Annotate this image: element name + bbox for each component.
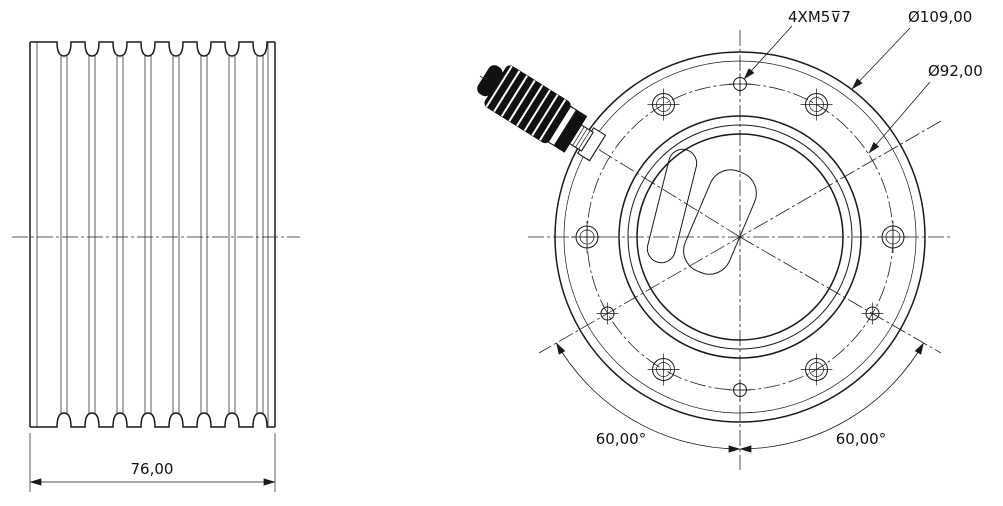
housing-top-outline [30,41,275,57]
housing-bottom-outline [30,412,275,428]
slot-cutout-2 [683,169,757,275]
width-dimension-label: 76,00 [131,460,174,478]
side-view: 76,00 [12,41,300,492]
counterbore-hole-60deg [800,88,833,121]
counterbore-hole-300deg [800,353,833,386]
fin-silhouette-lines [60,56,264,413]
counterbore-hole-120deg [647,88,680,121]
gland-end-cap [477,65,503,97]
counterbore-hole-180deg [570,220,604,254]
front-view: 4XM5⊽7 Ø109,00 Ø92,00 60,00° 60,00° [477,8,983,470]
cable-gland [477,65,607,162]
m5-hole-lower-right [861,302,884,325]
counterbore-hole-0deg [876,220,910,254]
m5-hole-bottom [728,378,752,402]
counterbore-hole-240deg [647,353,680,386]
width-dimension: 76,00 [29,433,276,492]
slot-cutout-1 [646,148,698,264]
bolt-circle-diameter-dimension: Ø92,00 [868,62,983,154]
angle-dimension-left: 60,00° [556,342,741,453]
bore-circle [636,133,844,341]
m5-hole-lower-left [596,302,619,325]
thread-callout: 4XM5⊽7 [743,8,851,80]
outer-diameter-label: Ø109,00 [908,8,972,26]
angled-centerline-330 [739,236,942,354]
angle-dimension-left-label: 60,00° [596,430,646,448]
outer-diameter-dimension: Ø109,00 [851,8,972,90]
angle-dimension-right-label: 60,00° [836,430,886,448]
m5-hole-top [728,72,752,96]
thread-callout-label: 4XM5⊽7 [788,8,851,26]
bolt-circle-diameter-label: Ø92,00 [928,62,983,80]
end-face-lines [36,42,269,427]
housing-side-edges [29,42,276,427]
angle-dimension-right: 60,00° [739,342,924,453]
